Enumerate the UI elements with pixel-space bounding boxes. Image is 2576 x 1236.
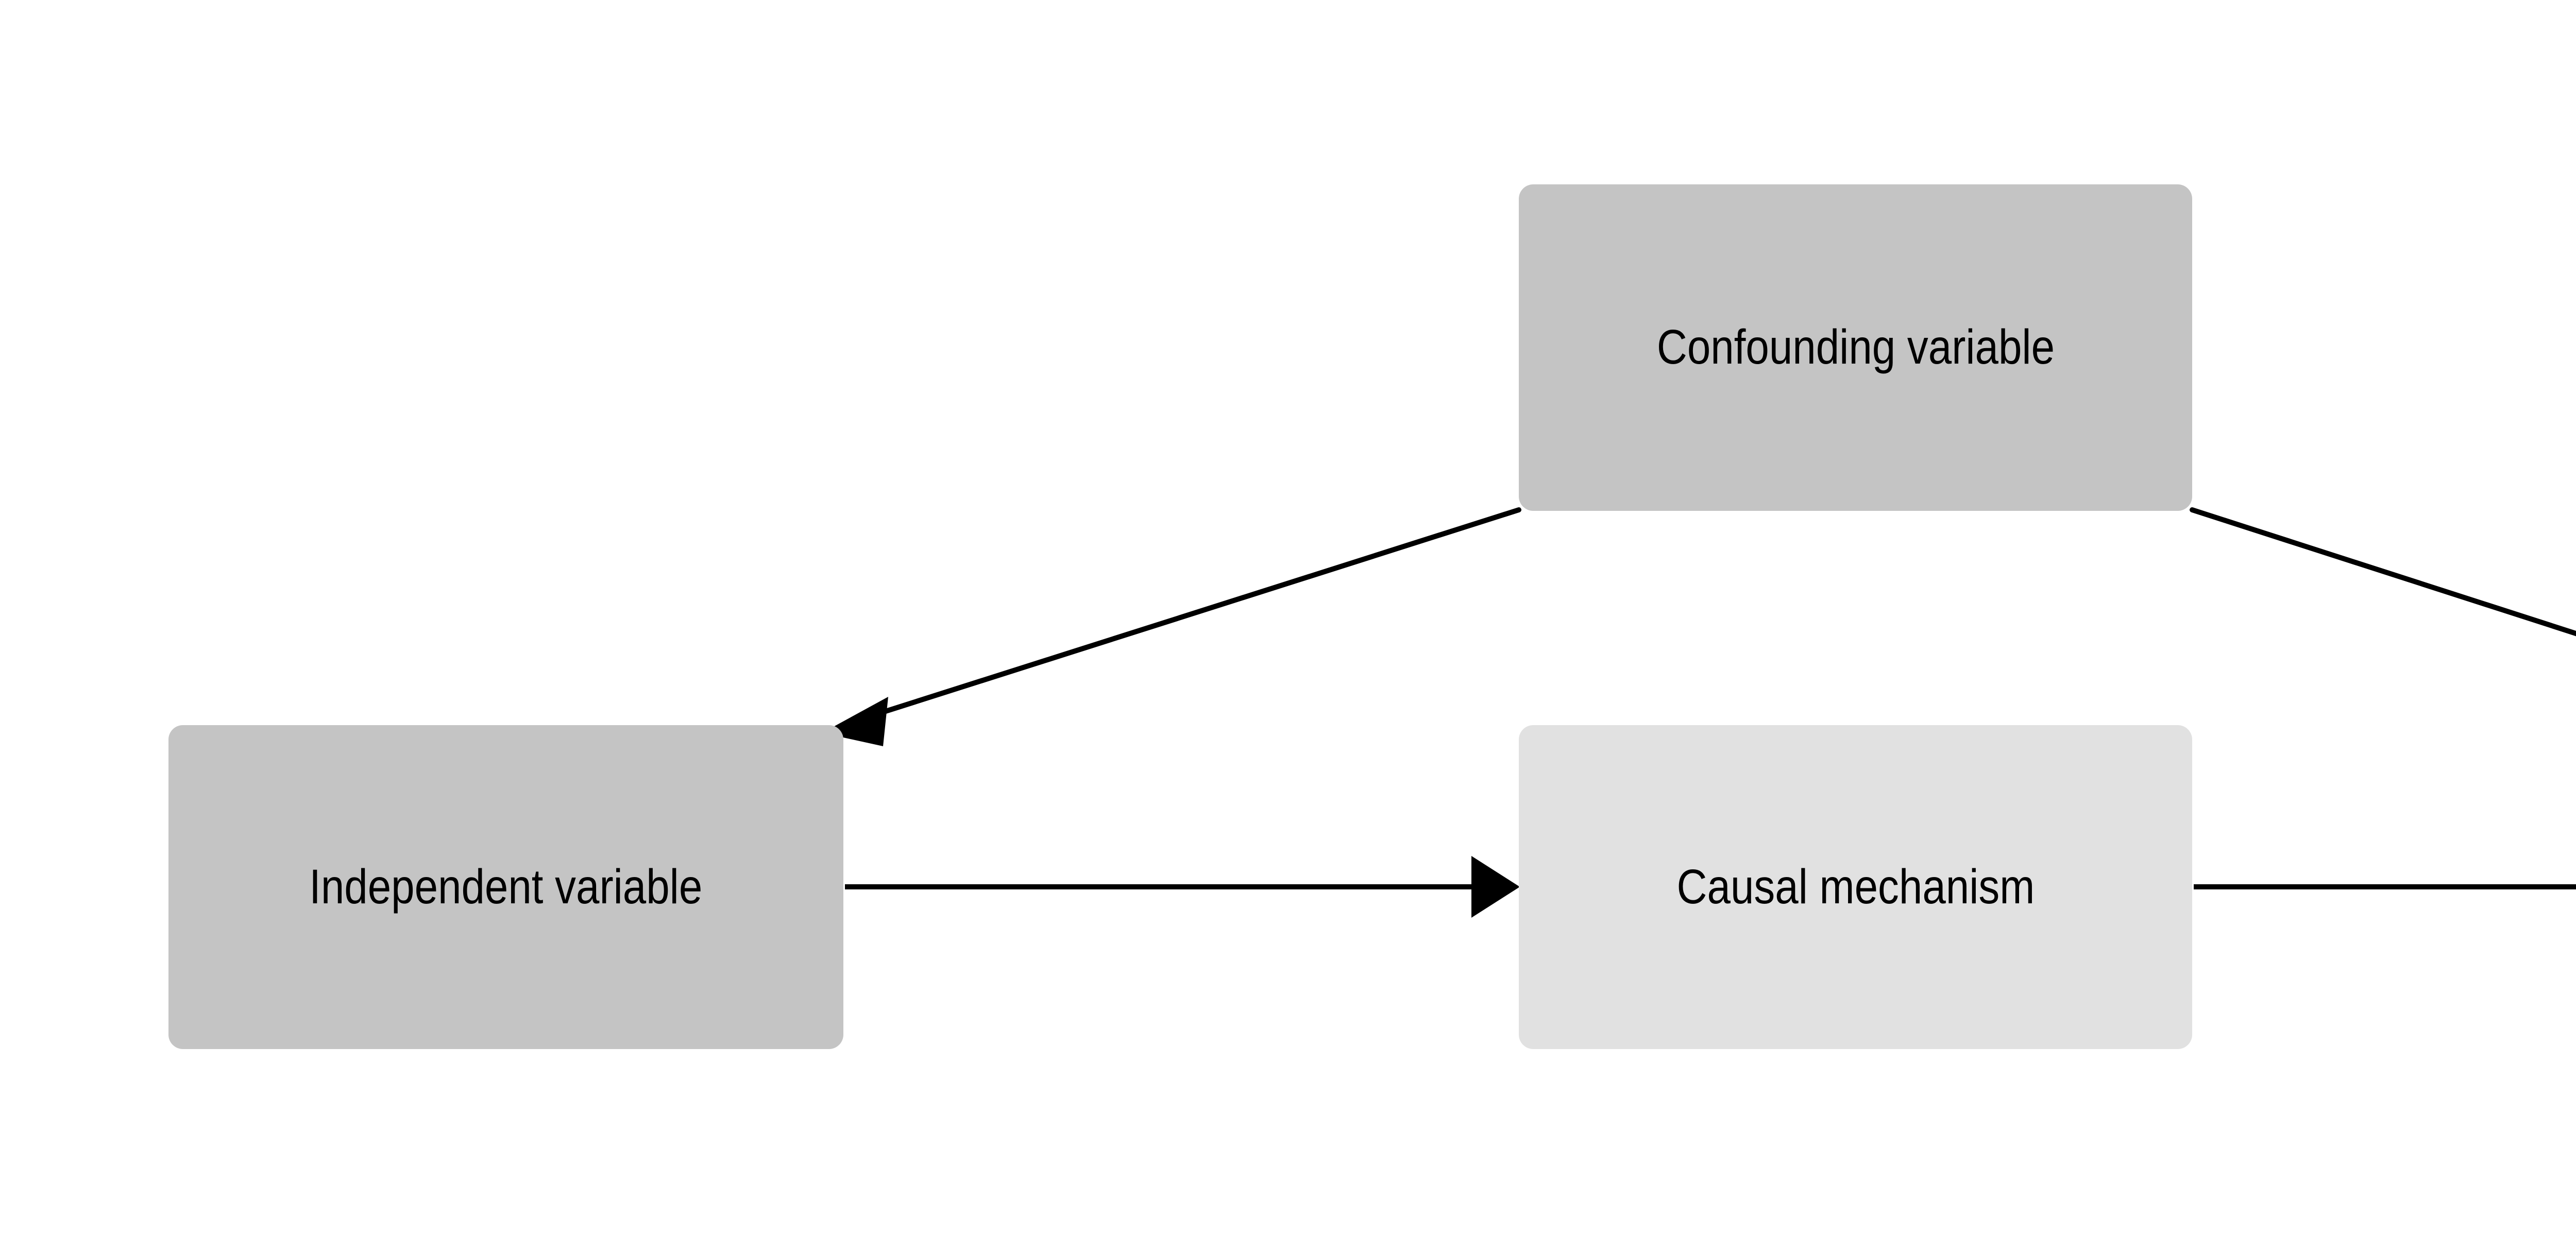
edge-independent-to-causal[interactable]	[845, 856, 1520, 918]
node-causal-mechanism[interactable]: Causal mechanism	[1519, 725, 2192, 1049]
node-independent-variable-label: Independent variable	[309, 859, 703, 914]
edge-line	[859, 507, 1521, 722]
node-confounding-variable[interactable]: Confounding variable	[1519, 184, 2192, 511]
node-confounding-variable-label: Confounding variable	[1656, 320, 2055, 375]
edge-confounding-to-dependent[interactable]	[2190, 507, 2576, 745]
arrowhead-icon	[1471, 856, 1520, 918]
edge-causal-to-dependent[interactable]	[2194, 856, 2576, 918]
edge-line	[2190, 507, 2576, 637]
node-causal-mechanism-label: Causal mechanism	[1676, 859, 2035, 914]
node-independent-variable[interactable]: Independent variable	[168, 725, 843, 1049]
edge-confounding-to-independent[interactable]	[822, 507, 1521, 746]
